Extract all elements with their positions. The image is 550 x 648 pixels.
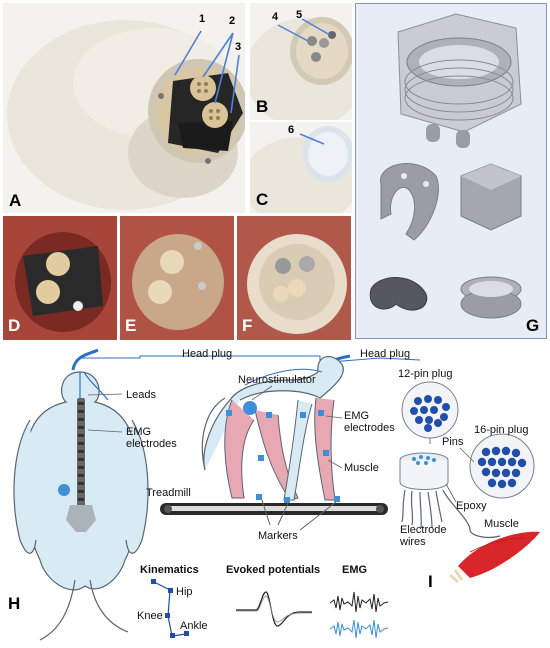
- label-muscle-right: Muscle: [484, 518, 519, 530]
- panel-label-i: I: [428, 572, 433, 591]
- label-treadmill: Treadmill: [146, 487, 191, 499]
- callout-1: 1: [199, 13, 206, 25]
- label-emg-electrodes-right: EMG electrodes: [344, 410, 395, 434]
- panel-label-c: C: [256, 190, 269, 209]
- skull-implant-photo-a: [7, 20, 245, 210]
- label-emg-electrodes-left: EMG electrodes: [126, 426, 177, 450]
- label-knee: Knee: [137, 610, 163, 622]
- treadmill-shape: [160, 503, 388, 515]
- monkey-walking: [201, 355, 344, 531]
- connector-body: [399, 447, 501, 539]
- skull-implant-photo-b: [250, 17, 352, 120]
- surgical-photo-f: [237, 216, 351, 340]
- callout-4: 4: [272, 11, 279, 23]
- panel-label-e: E: [125, 316, 137, 335]
- cad-renderings: [369, 13, 522, 319]
- panel-c-photo: 6 C: [250, 122, 352, 213]
- kinematics-stick-figure: [151, 579, 189, 638]
- label-markers: Markers: [258, 530, 298, 542]
- label-emg: EMG: [342, 564, 368, 576]
- panel-label-h: H: [8, 594, 21, 613]
- panel-e-surgical-photo: E: [120, 216, 234, 340]
- label-epoxy: Epoxy: [456, 500, 487, 512]
- label-neurostimulator: Neurostimulator: [238, 374, 316, 386]
- surgical-photo-d: [3, 216, 117, 340]
- panel-f-surgical-photo: F: [237, 216, 351, 340]
- label-evoked-potentials: Evoked potentials: [226, 564, 321, 576]
- label-16-pin-plug: 16-pin plug: [474, 424, 529, 436]
- muscle-red-illustration: [449, 531, 540, 584]
- label-kinematics: Kinematics: [140, 564, 199, 576]
- panel-a-photo: 1 2 3 A: [3, 3, 245, 213]
- emg-trace-dark: [329, 591, 389, 613]
- label-head-plug-right: Head plug: [360, 348, 411, 360]
- evoked-potential-waveform: [236, 591, 312, 627]
- label-leads: Leads: [126, 389, 156, 401]
- emg-trace-blue: [329, 619, 389, 639]
- panel-g-cad: G: [355, 3, 547, 339]
- surgical-photo-e: [120, 216, 234, 340]
- label-hip: Hip: [176, 586, 193, 598]
- label-pins: Pins: [442, 436, 464, 448]
- monkey-back-view: [13, 371, 149, 641]
- label-muscle-center: Muscle: [344, 462, 379, 474]
- panel-label-a: A: [9, 191, 22, 210]
- panel-label-g: G: [526, 316, 540, 335]
- panel-label-f: F: [242, 316, 253, 335]
- label-12-pin-plug: 12-pin plug: [398, 368, 453, 380]
- label-head-plug-left: Head plug: [182, 348, 233, 360]
- panel-d-surgical-photo: D: [3, 216, 117, 340]
- panel-label-b: B: [256, 97, 269, 116]
- panel-label-d: D: [8, 316, 21, 335]
- callout-5: 5: [296, 9, 303, 21]
- callout-3: 3: [235, 41, 242, 53]
- callout-2: 2: [229, 15, 236, 27]
- callout-6: 6: [288, 124, 295, 136]
- label-electrode-wires: Electrode wires: [400, 524, 447, 548]
- skull-cap-photo-c: [250, 126, 352, 213]
- label-ankle: Ankle: [180, 620, 208, 632]
- panel-b-photo: 4 5 B: [250, 3, 352, 120]
